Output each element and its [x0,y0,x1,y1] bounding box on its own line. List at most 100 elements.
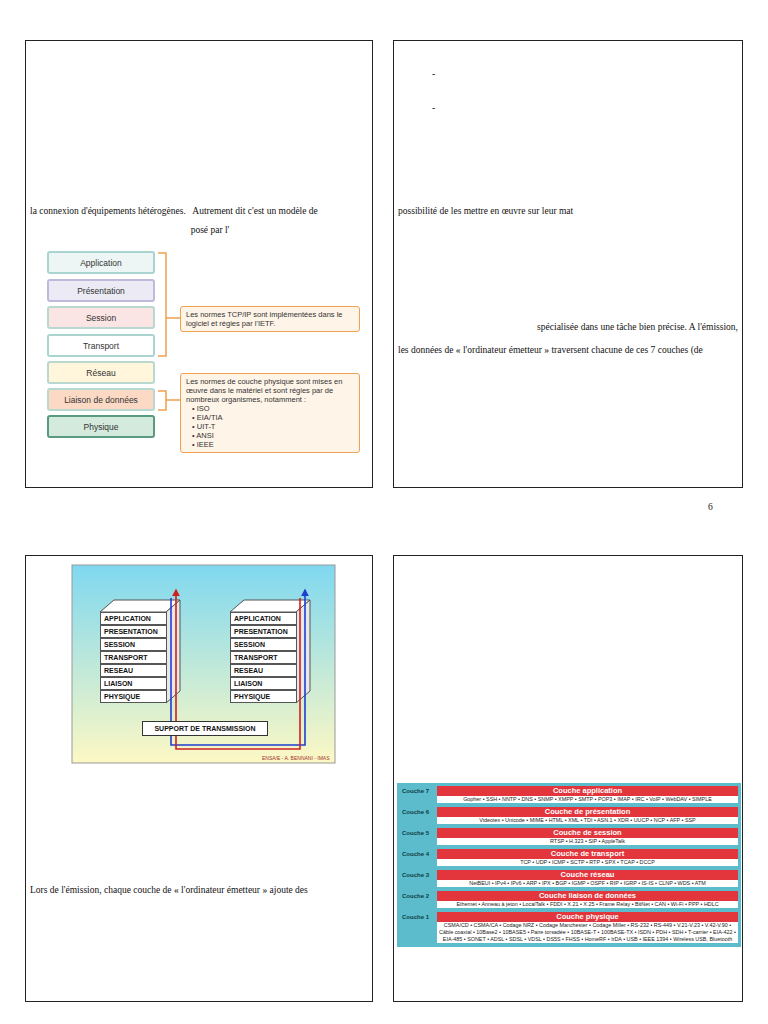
layer-box: Présentation [47,279,155,302]
layer-name: PHYSIQUE [234,691,296,702]
layer-name: Transport [83,341,119,351]
layer-name: SESSION [104,639,166,650]
stack-layer: TRANSPORT [230,651,297,664]
layer-name: RESEAU [234,665,296,676]
stack-side [296,600,310,703]
protocol-list: CSMA/CD • CSMA/CA • Codage NRZ • Codage … [437,922,738,943]
layer-number: Couche 3 [400,870,434,887]
layer-name: SESSION [234,639,296,650]
stack-layer: APPLICATION [100,612,167,625]
stack-layer: TRANSPORT [100,651,167,664]
protocol-row: Couche 5Couche de sessionRTSP • H.323 • … [400,828,738,845]
body-text: la connexion d'équipements hétérogènes. … [30,205,368,217]
layer-number: Couche 7 [400,786,434,803]
body-text: posé par l' [150,224,270,236]
layer-name: RESEAU [104,665,166,676]
stack-layer: RESEAU [100,664,167,677]
bracket [158,391,180,410]
stack-layer: PRESENTATION [100,625,167,638]
stack-layer: PRESENTATION [230,625,297,638]
layer-number: Couche 4 [400,849,434,866]
protocol-list: NetBEUI • IPv4 • IPv6 • ARP • IPX • BGP … [437,880,738,887]
panel-frame [394,41,743,488]
body-text: les données de « l'ordinateur émetteur »… [398,344,703,356]
layer-name: TRANSPORT [234,652,296,663]
table-ground [397,783,741,947]
panel-frames [26,41,743,1002]
bullet-item: • EIA/TIA [186,413,354,422]
layer-name: Session [86,313,116,323]
bullet-item: • IEEE [186,440,354,449]
layer-box: Application [47,251,155,274]
panel-frame [26,556,373,1002]
layer-name: APPLICATION [104,613,166,624]
layer-title: Couche physique [437,912,738,922]
stack-layer: SESSION [100,638,167,651]
watermark: ENSA/E - A. BENNANI - IMAS [262,755,330,761]
layer-title: Couche de transport [437,849,738,859]
layer-name: PHYSIQUE [104,691,166,702]
layer-number: Couche 1 [400,912,434,943]
layer-name: Physique [84,422,119,432]
stack-layer: LIAISON [100,677,167,690]
panel-frame [394,556,743,1002]
body-text: Lors de l'émission, chaque couche de « l… [30,884,308,896]
protocol-list: RTSP • H.323 • SIP • AppleTalk [437,838,738,845]
layer-number: Couche 2 [400,891,434,908]
layer-name: LIAISON [104,678,166,689]
layer-name: PRESENTATION [104,626,166,637]
bullet-item: • UIT-T [186,422,354,431]
bracket [158,253,180,356]
protocol-row: Couche 3Couche réseauNetBEUI • IPv4 • IP… [400,870,738,887]
body-text: spécialisée dans une tâche bien précise.… [500,321,738,333]
callout-box: Les normes TCP/IP sont implémentées dans… [180,306,360,332]
layer-name: TRANSPORT [104,652,166,663]
panel-frame [26,41,373,488]
protocol-row: Couche 2Couche liaison de donnéesEtherne… [400,891,738,908]
stack-layer: SESSION [230,638,297,651]
protocol-list: Videotex • Unicode • MIME • HTML • XML •… [437,817,738,824]
stack-side [166,600,180,703]
layer-number: Couche 6 [400,807,434,824]
bullet-item: • ANSI [186,431,354,440]
osi-illustration [72,565,335,763]
page-number: 6 [708,501,713,513]
protocol-list: Gopher • SSH • NNTP • DNS • SNMP • XMPP … [437,796,738,803]
callout-text: Les normes de couche physique sont mises… [186,377,354,404]
layer-name: Réseau [86,368,115,378]
protocol-row: Couche 7Couche applicationGopher • SSH •… [400,786,738,803]
stack-layer: APPLICATION [230,612,297,625]
layer-box: Réseau [47,361,155,384]
protocol-list: TCP • UDP • ICMP • SCTP • RTP • SPX • TC… [437,859,738,866]
layer-name: LIAISON [234,678,296,689]
protocol-row: Couche 1Couche physiqueCSMA/CD • CSMA/CA… [400,912,738,943]
stack-layer: PHYSIQUE [230,690,297,703]
layer-number: Couche 5 [400,828,434,845]
medium-box: SUPPORT DE TRANSMISSION [142,721,268,736]
layer-name: PRESENTATION [234,626,296,637]
body-text: possibilité de les mettre en œuvre sur l… [398,205,573,217]
illustration-ground [72,565,335,763]
bullet-dash: - [432,68,435,80]
layer-title: Couche liaison de données [437,891,738,901]
layer-name: SUPPORT DE TRANSMISSION [154,725,255,732]
layer-box: Liaison de données [47,388,155,411]
callout-text: Les normes TCP/IP sont implémentées dans… [186,310,354,328]
layer-name: Liaison de données [64,395,138,405]
bullet-dash: - [432,102,435,114]
layer-box: Physique [47,415,155,438]
protocol-row: Couche 4Couche de transportTCP • UDP • I… [400,849,738,866]
layer-box: Session [47,306,155,329]
protocol-row: Couche 6Couche de présentationVideotex •… [400,807,738,824]
layer-title: Couche de présentation [437,807,738,817]
stack-layer: LIAISON [230,677,297,690]
callout-box: Les normes de couche physique sont mises… [180,373,360,453]
bullet-item: • ISO [186,404,354,413]
protocol-list: Ethernet • Anneau à jeton • LocalTalk • … [437,901,738,908]
layer-name: Application [80,258,122,268]
stack-layer: PHYSIQUE [100,690,167,703]
layer-name: APPLICATION [234,613,296,624]
layer-title: Couche de session [437,828,738,838]
layer-title: Couche réseau [437,870,738,880]
layer-box: Transport [47,334,155,357]
